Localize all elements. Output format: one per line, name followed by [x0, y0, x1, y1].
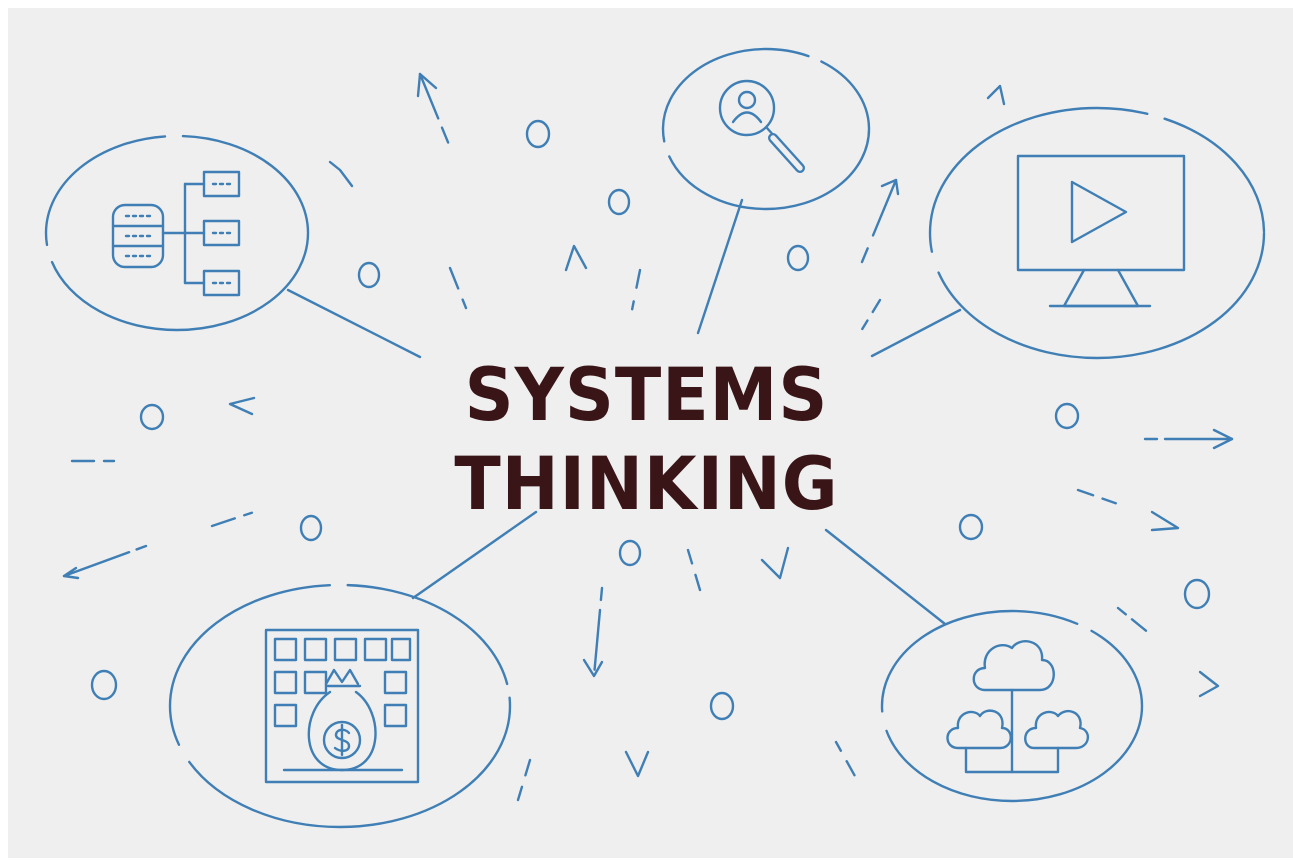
illustration-background: SYSTEMS THINKING	[8, 8, 1293, 858]
user-search-bubble	[661, 47, 871, 211]
video-monitor-icon	[1016, 154, 1186, 308]
title-systems: SYSTEMS	[464, 352, 829, 439]
user-search-icon	[718, 79, 805, 173]
decorative-rays	[62, 72, 1234, 802]
video-monitor-bubble	[928, 106, 1266, 360]
cloud-tree-network-icon	[946, 640, 1089, 774]
cloud-tree-bubble	[880, 609, 1144, 803]
title-thinking: THINKING	[454, 441, 839, 528]
diagram-graphics	[44, 47, 1266, 829]
connector-lines	[286, 198, 962, 626]
database-hierarchy-bubble	[44, 134, 310, 332]
illustration-scene: SYSTEMS THINKING	[8, 8, 1293, 858]
decorative-circles	[90, 119, 1211, 721]
money-bag-building-bubble	[168, 583, 512, 829]
database-hierarchy-icon	[111, 170, 241, 297]
money-bag-building-icon	[264, 628, 420, 784]
